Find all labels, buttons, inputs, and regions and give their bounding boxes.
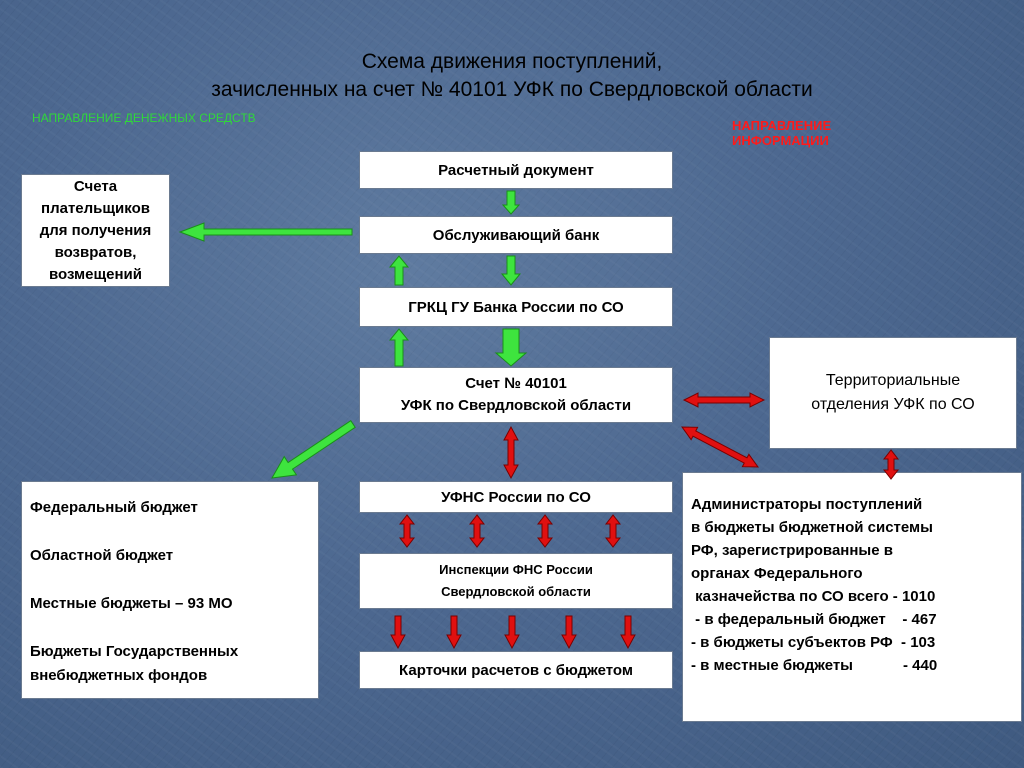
territorial-line-2: отделения УФК по СО xyxy=(811,396,975,413)
budget-state-funds-line-2: внебюджетных фондов xyxy=(30,667,208,684)
account-line-1: Счет № 40101 xyxy=(465,375,567,392)
legend-info-line-2: ИНФОРМАЦИИ xyxy=(732,133,829,148)
arrow-ufns-inspections-4 xyxy=(604,514,622,548)
legend-info-line-1: НАПРАВЛЕНИЕ xyxy=(732,118,832,133)
arrow-ufns-inspections-3 xyxy=(536,514,554,548)
admin-line-local: - в местные бюджеты - 440 xyxy=(691,657,938,674)
account-40101-box: Счет № 40101 УФК по Свердловской области xyxy=(359,367,673,423)
admin-line-1: Администраторы поступлений xyxy=(691,496,923,513)
ufns-label: УФНС России по СО xyxy=(441,488,591,506)
arrow-inspections-cards-3 xyxy=(504,615,520,650)
payment-document-label: Расчетный документ xyxy=(438,161,594,179)
payer-accounts-box: Счета плательщиков для получения возврат… xyxy=(21,174,170,287)
title-line-2: зачисленных на счет № 40101 УФК по Сверд… xyxy=(211,78,813,101)
payer-line-2: плательщиков xyxy=(41,199,150,217)
arrow-bank-to-payer-accounts xyxy=(178,222,353,242)
ufns-box: УФНС России по СО xyxy=(359,481,673,513)
arrow-account-to-grkc xyxy=(388,328,410,367)
arrow-account-to-budgets xyxy=(271,420,356,479)
arrow-bank-to-grkc xyxy=(500,255,522,286)
grkc-box: ГРКЦ ГУ Банка России по СО xyxy=(359,287,673,327)
arrow-inspections-cards-5 xyxy=(620,615,636,650)
arrow-territorial-administrators xyxy=(882,449,900,480)
arrow-grkc-to-bank xyxy=(388,255,410,286)
budget-federal: Федеральный бюджет xyxy=(30,499,198,516)
inspections-box: Инспекции ФНС России Свердловской област… xyxy=(359,553,673,609)
arrow-inspections-cards-2 xyxy=(446,615,462,650)
account-line-2: УФК по Свердловской области xyxy=(400,397,632,414)
admin-line-2: в бюджеты бюджетной системы xyxy=(691,519,933,536)
admin-line-federal: - в федеральный бюджет - 467 xyxy=(691,611,937,628)
servicing-bank-box: Обслуживающий банк xyxy=(359,216,673,254)
info-flow-arrows xyxy=(390,392,900,650)
cards-label: Карточки расчетов с бюджетом xyxy=(399,661,633,679)
budget-regional: Областной бюджет xyxy=(30,547,174,564)
budget-state-funds-line-1: Бюджеты Государственных xyxy=(30,643,239,660)
payer-line-3: для получения xyxy=(39,221,152,239)
admin-line-subjects: - в бюджеты субъектов РФ - 103 xyxy=(691,634,936,651)
administrators-box: Администраторы поступлений в бюджеты бюд… xyxy=(682,472,1022,722)
legend-info-flow: НАПРАВЛЕНИЕ ИНФОРМАЦИИ xyxy=(732,118,932,148)
page-title: Схема движения поступлений, зачисленных … xyxy=(0,48,1024,104)
inspections-line-1: Инспекции ФНС России xyxy=(439,562,593,577)
payer-line-4: возвратов, xyxy=(54,243,137,261)
budgets-box: Федеральный бюджет Областной бюджет Мест… xyxy=(21,481,319,699)
admin-line-3: РФ, зарегистрированные в xyxy=(691,542,893,559)
payer-line-5: возмещений xyxy=(48,265,142,283)
title-line-1: Схема движения поступлений, xyxy=(361,50,663,73)
arrow-inspections-cards-1 xyxy=(390,615,406,650)
budget-local: Местные бюджеты – 93 МО xyxy=(30,595,233,612)
territorial-offices-box: Территориальные отделения УФК по СО xyxy=(769,337,1017,449)
arrow-inspections-cards-4 xyxy=(561,615,577,650)
admin-line-4: органах Федерального xyxy=(691,565,863,582)
grkc-label: ГРКЦ ГУ Банка России по СО xyxy=(408,298,624,316)
arrow-ufns-inspections-2 xyxy=(468,514,486,548)
arrow-account-ufns xyxy=(503,425,519,480)
legend-money-flow: НАПРАВЛЕНИЕ ДЕНЕЖНЫХ СРЕДСТВ xyxy=(32,111,256,125)
cards-box: Карточки расчетов с бюджетом xyxy=(359,651,673,689)
inspections-line-2: Свердловской области xyxy=(441,584,591,599)
arrow-document-to-bank xyxy=(501,190,521,215)
payment-document-box: Расчетный документ xyxy=(359,151,673,189)
arrow-account-territorial xyxy=(682,392,766,408)
arrow-ufns-inspections-1 xyxy=(398,514,416,548)
arrow-grkc-to-account xyxy=(494,328,528,367)
admin-line-total: казначейства по СО всего - 1010 xyxy=(691,588,936,605)
payer-line-1: Счета xyxy=(73,177,118,195)
money-flow-arrows xyxy=(178,190,528,479)
servicing-bank-label: Обслуживающий банк xyxy=(432,226,600,244)
arrow-account-administrators xyxy=(681,426,759,468)
territorial-line-1: Территориальные xyxy=(825,372,961,389)
